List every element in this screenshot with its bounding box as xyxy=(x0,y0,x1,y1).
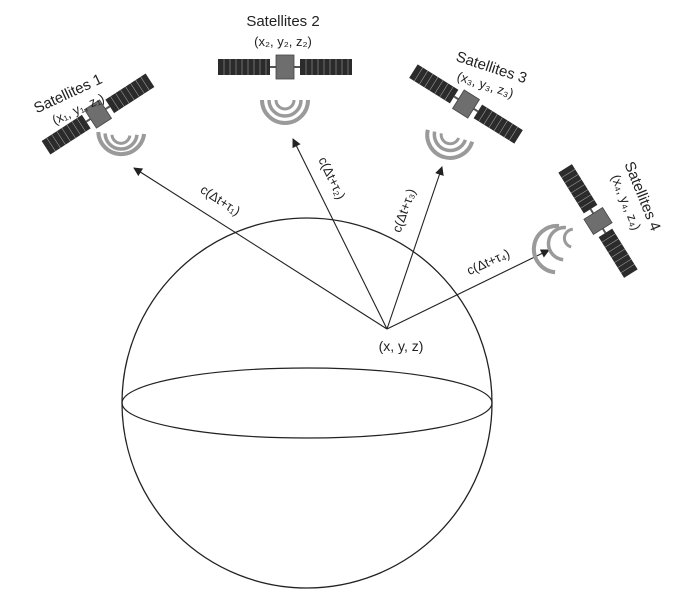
satellite-2-title: Satellites 2 xyxy=(246,13,319,30)
equator-back xyxy=(121,367,493,404)
satellite-icon xyxy=(558,164,638,278)
range-line-3 xyxy=(386,166,444,330)
range-line-2 xyxy=(292,138,388,330)
signal-waves-icon xyxy=(260,99,310,125)
satellite-icon xyxy=(41,73,155,155)
satellite-icon xyxy=(218,54,352,80)
distance-label-3: c(Δt+τ₃) xyxy=(389,187,419,235)
range-line-4 xyxy=(386,249,550,330)
range-lines xyxy=(133,138,550,330)
signal-waves-icon xyxy=(425,129,475,160)
equator-front xyxy=(121,402,493,439)
receiver-label: (x, y, z) xyxy=(379,338,424,354)
satellite-icon xyxy=(409,64,523,144)
satellite-2: Satellites 2 (x₂, y₂, z₂) xyxy=(218,13,352,125)
satellite-1: Satellites 1 (x₁, y₁, z₁) xyxy=(31,71,155,157)
satellite-4: Satellites 4 (x₄, y₄, z₄) xyxy=(531,159,664,278)
signal-waves-icon xyxy=(96,131,147,157)
earth-outline xyxy=(121,217,493,589)
range-line-1 xyxy=(133,167,388,330)
signal-waves-icon xyxy=(531,223,574,275)
satellite-2-coords: (x₂, y₂, z₂) xyxy=(254,34,312,49)
earth-sphere xyxy=(121,217,493,589)
satellite-3: Satellites 3 (x₃, y₃, z₃) xyxy=(409,48,529,160)
distance-label-4: c(Δt+τ₄) xyxy=(464,246,512,278)
